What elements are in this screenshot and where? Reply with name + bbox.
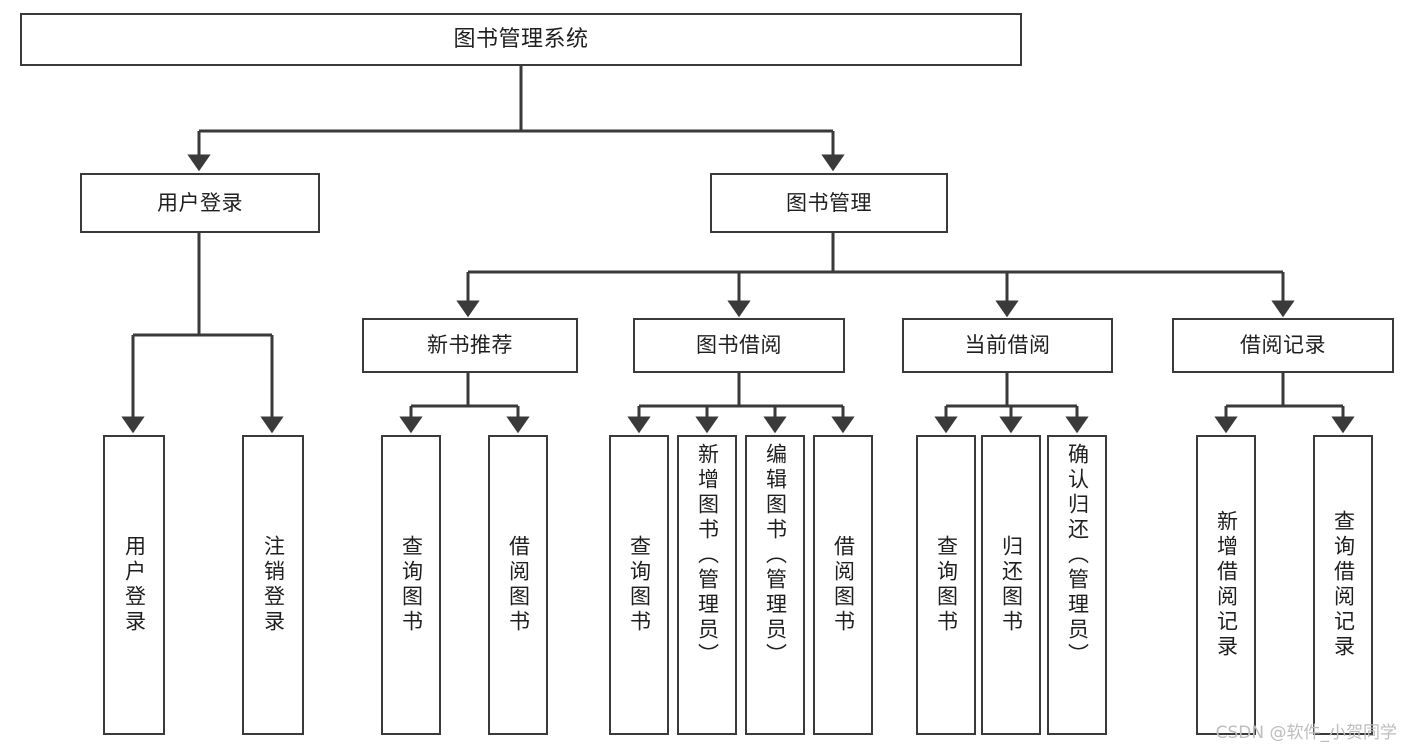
node-root-label: 图书管理系统 (453, 26, 589, 52)
node-book-borrow-label: 图书借阅 (696, 333, 782, 358)
node-user-login-label: 用户登录 (157, 190, 243, 215)
leaf-add-borrow-record-label: 新增借阅记录 (1214, 510, 1239, 660)
leaf-add-book-label: 新增图书（管理员） (695, 443, 720, 668)
node-new-book-recommend[interactable]: 新书推荐 (362, 318, 578, 373)
leaf-query-book-2-label: 查询图书 (627, 535, 652, 635)
leaf-return-book-label: 归还图书 (999, 535, 1024, 635)
leaf-query-book-3[interactable]: 查询图书 (916, 435, 976, 735)
node-book-manage[interactable]: 图书管理 (710, 173, 948, 233)
leaf-confirm-return-label: 确认归还（管理员） (1065, 443, 1090, 668)
leaf-confirm-return[interactable]: 确认归还（管理员） (1047, 435, 1107, 735)
node-new-book-recommend-label: 新书推荐 (427, 333, 513, 358)
leaf-borrow-book-1-label: 借阅图书 (506, 535, 531, 635)
leaf-borrow-book-1[interactable]: 借阅图书 (488, 435, 548, 735)
node-book-manage-label: 图书管理 (786, 190, 872, 215)
leaf-query-book-1-label: 查询图书 (399, 535, 424, 635)
node-root[interactable]: 图书管理系统 (20, 13, 1022, 66)
leaf-query-borrow-record-label: 查询借阅记录 (1331, 510, 1356, 660)
leaf-user-login-label: 用户登录 (122, 535, 147, 635)
node-user-login[interactable]: 用户登录 (80, 173, 320, 233)
node-book-borrow[interactable]: 图书借阅 (633, 318, 845, 373)
leaf-query-borrow-record[interactable]: 查询借阅记录 (1313, 435, 1373, 735)
node-current-borrow[interactable]: 当前借阅 (902, 318, 1113, 373)
watermark-text: CSDN @软件_小贺同学 (1215, 723, 1397, 743)
leaf-add-book[interactable]: 新增图书（管理员） (677, 435, 737, 735)
leaf-query-book-3-label: 查询图书 (934, 535, 959, 635)
leaf-logout-login[interactable]: 注销登录 (242, 435, 304, 735)
leaf-user-login[interactable]: 用户登录 (103, 435, 165, 735)
leaf-query-book-1[interactable]: 查询图书 (381, 435, 441, 735)
leaf-edit-book-label: 编辑图书（管理员） (763, 443, 788, 668)
leaf-query-book-2[interactable]: 查询图书 (609, 435, 669, 735)
leaf-borrow-book-2[interactable]: 借阅图书 (813, 435, 873, 735)
leaf-edit-book[interactable]: 编辑图书（管理员） (745, 435, 805, 735)
leaf-return-book[interactable]: 归还图书 (981, 435, 1041, 735)
node-borrow-record-label: 借阅记录 (1240, 333, 1326, 358)
leaf-borrow-book-2-label: 借阅图书 (831, 535, 856, 635)
leaf-logout-login-label: 注销登录 (261, 535, 286, 635)
node-current-borrow-label: 当前借阅 (964, 333, 1051, 358)
leaf-add-borrow-record[interactable]: 新增借阅记录 (1196, 435, 1256, 735)
node-borrow-record[interactable]: 借阅记录 (1172, 318, 1394, 373)
